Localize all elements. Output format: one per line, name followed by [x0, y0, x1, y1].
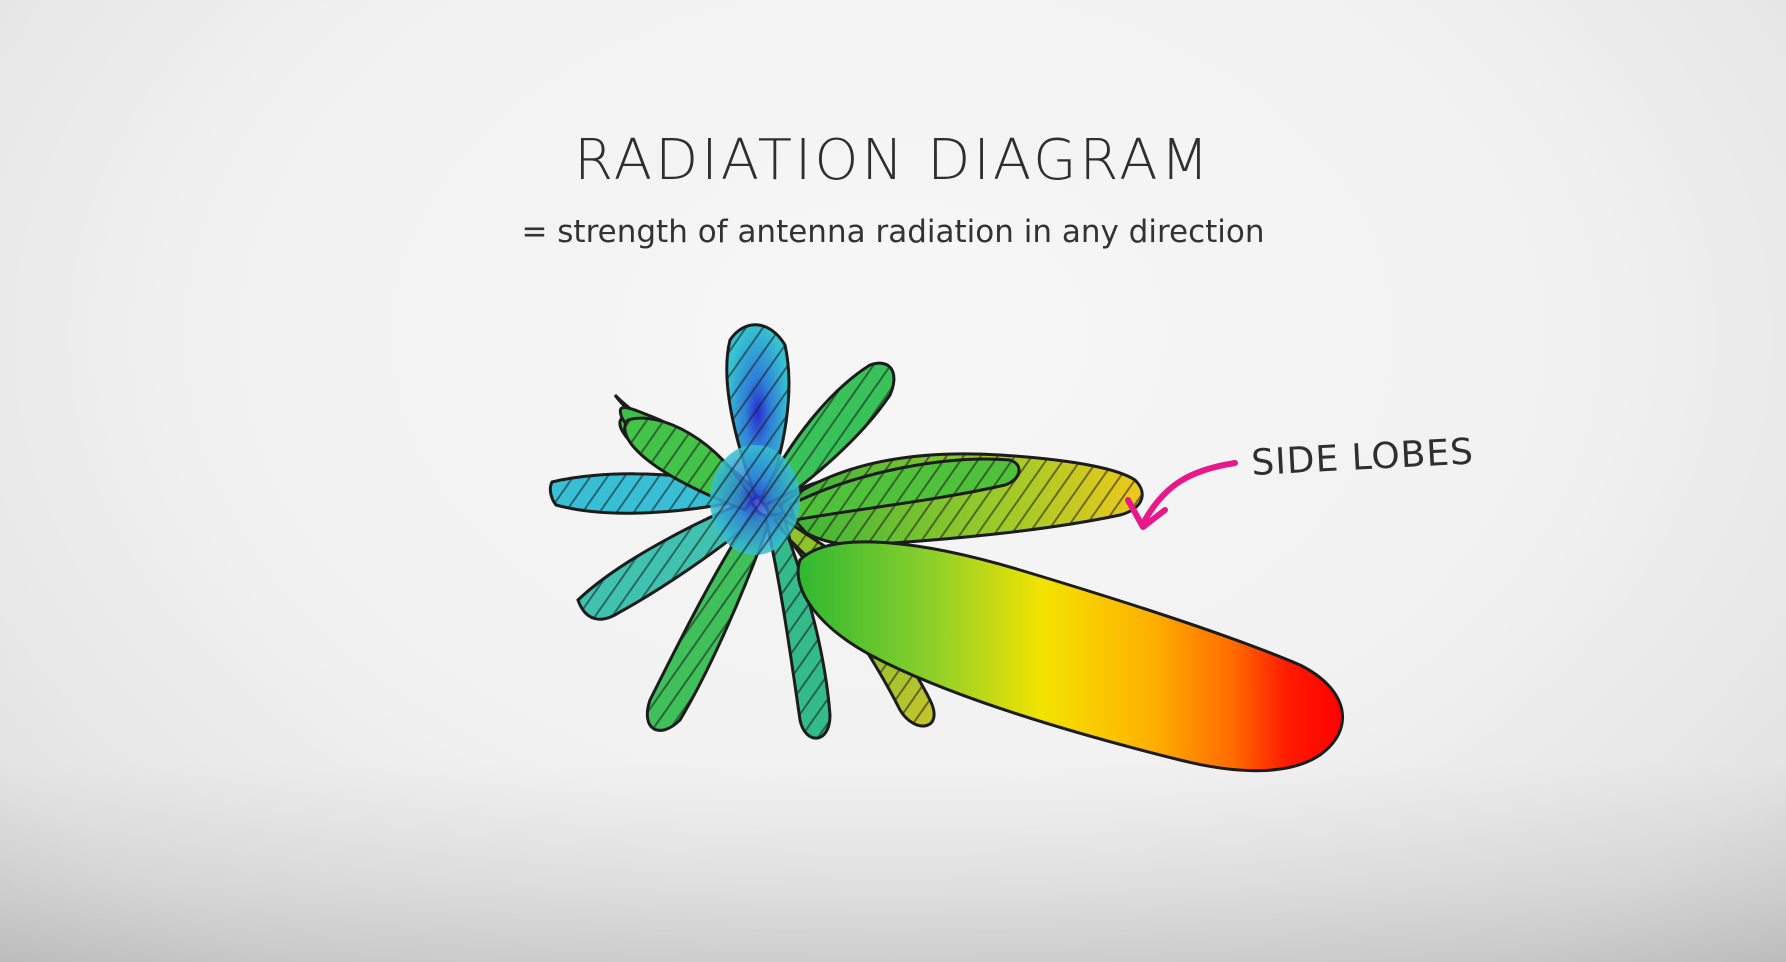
- side-lobes-arrowhead: [1125, 497, 1168, 530]
- side-lobes-callout: SIDE LOBES: [1125, 431, 1475, 530]
- center-core: [710, 445, 800, 555]
- main-lobe: [796, 540, 1345, 773]
- side-lobes-label: SIDE LOBES: [1250, 431, 1475, 484]
- diagram-title: RADIATION DIAGRAM: [574, 128, 1212, 193]
- side-lobes-arrow: [1142, 460, 1238, 523]
- diagram-subtitle: = strength of antenna radiation in any d…: [521, 214, 1265, 250]
- side-lobes: [778, 452, 1144, 547]
